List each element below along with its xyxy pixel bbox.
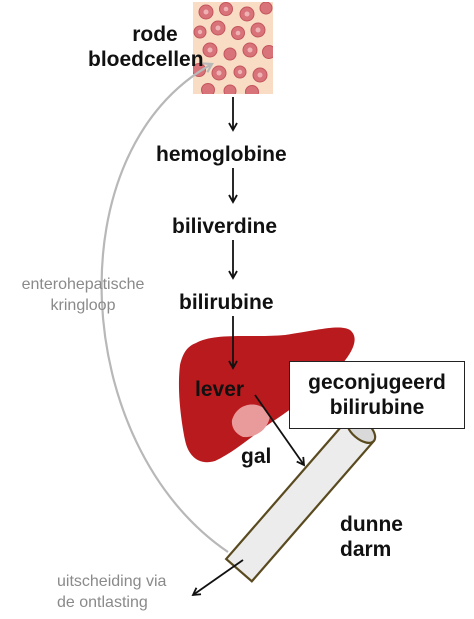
red-blood-cells-label-line1: rode: [132, 23, 178, 46]
small-intestine-label-line2: darm: [340, 538, 392, 561]
bile-label: gal: [241, 445, 272, 468]
conjugated-label-line2: bilirubine: [329, 396, 425, 419]
conjugated-bilirubin-box: geconjugeerd bilirubine: [289, 361, 465, 429]
small-intestine-label-line1: dunne: [340, 513, 403, 536]
enterohepatic-label-line1: enterohepatische: [21, 276, 145, 293]
liver-label: lever: [195, 378, 245, 401]
excretion-label-line1: uitscheiding via: [57, 573, 167, 590]
arrow-liver-to-intestine: [254, 394, 306, 467]
bilirubin-label: bilirubine: [179, 291, 274, 314]
hemoglobin-label: hemoglobine: [156, 143, 287, 166]
enterohepatic-cycle-arrow: [100, 62, 229, 553]
enterohepatic-label: enterohepatische kringloop: [8, 274, 158, 316]
gallbladder-icon: [231, 404, 270, 438]
enterohepatic-label-line2: kringloop: [50, 297, 116, 314]
excretion-label: uitscheiding via de ontlasting: [57, 571, 166, 613]
red-blood-cells-label-line2: bloedcellen: [88, 48, 204, 71]
arrow-excretion: [191, 559, 244, 597]
red-blood-cells-label: rode bloedcellen: [88, 22, 204, 72]
red-blood-cells-icon: [193, 2, 273, 94]
biliverdin-label: biliverdine: [172, 215, 278, 238]
conjugated-label-line1: geconjugeerd: [308, 371, 446, 394]
excretion-label-line2: de ontlasting: [57, 594, 148, 611]
small-intestine-label: dunne darm: [340, 512, 403, 562]
